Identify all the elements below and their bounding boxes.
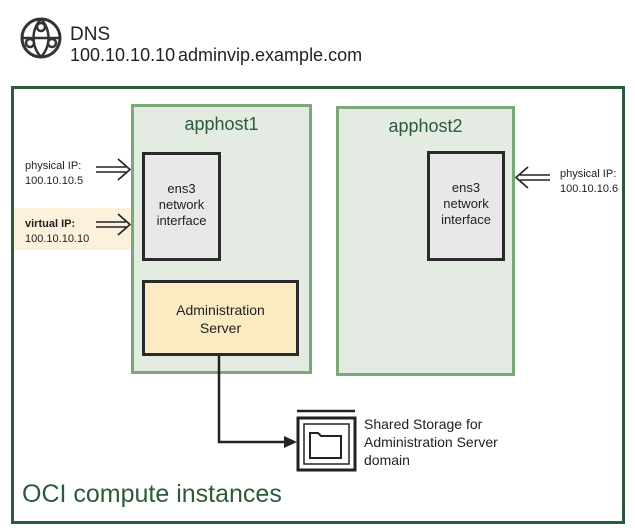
shared-storage-label: Shared Storage for Administration Server… <box>364 415 498 469</box>
admin-line: Administration <box>176 302 265 318</box>
nic-line: ens3 <box>167 181 196 196</box>
apphost1-nic: ens3 network interface <box>142 152 221 261</box>
storage-line: Shared Storage for <box>364 416 483 432</box>
admin-to-storage-connector <box>217 356 297 448</box>
storage-line: Administration Server <box>364 434 498 450</box>
virtual-ip-highlight <box>14 208 132 250</box>
dns-ip: 100.10.10.10 <box>70 45 176 65</box>
virtual-ip-value: 100.10.10.10 <box>25 233 90 245</box>
apphost1-label: apphost1 <box>184 114 259 134</box>
dns-title: DNS <box>70 24 111 45</box>
admin-line: Server <box>199 320 242 336</box>
apphost2-nic: ens3 network interface <box>427 151 505 261</box>
administration-server-box: Administration Server <box>142 280 299 356</box>
physical-ip-1: physical IP: 100.10.10.5 <box>25 159 83 189</box>
globe-network-icon <box>20 17 62 59</box>
nic-line: network <box>158 197 205 212</box>
physical-ip-2-value: 100.10.10.6 <box>560 183 619 195</box>
double-arrow-icon <box>96 158 132 181</box>
physical-ip-1-label: physical IP: <box>25 160 82 172</box>
dns-hostname: adminvip.example.com <box>178 45 363 65</box>
nic-line: network <box>443 196 489 211</box>
physical-ip-2-label: physical IP: <box>560 168 617 180</box>
folder-storage-icon <box>296 409 357 472</box>
physical-ip-2: physical IP: 100.10.10.6 <box>560 167 618 197</box>
physical-ip-1-value: 100.10.10.5 <box>25 175 84 187</box>
double-arrow-icon <box>96 213 132 236</box>
virtual-ip-label: virtual IP: <box>25 218 76 230</box>
virtual-ip: virtual IP: 100.10.10.10 <box>25 217 89 247</box>
storage-line: domain <box>364 452 410 468</box>
nic-line: interface <box>441 212 491 227</box>
double-arrow-icon <box>514 166 550 189</box>
apphost2-label: apphost2 <box>388 116 463 136</box>
compute-instances-label: OCI compute instances <box>22 480 282 508</box>
nic-line: interface <box>156 213 207 228</box>
nic-line: ens3 <box>451 180 481 195</box>
